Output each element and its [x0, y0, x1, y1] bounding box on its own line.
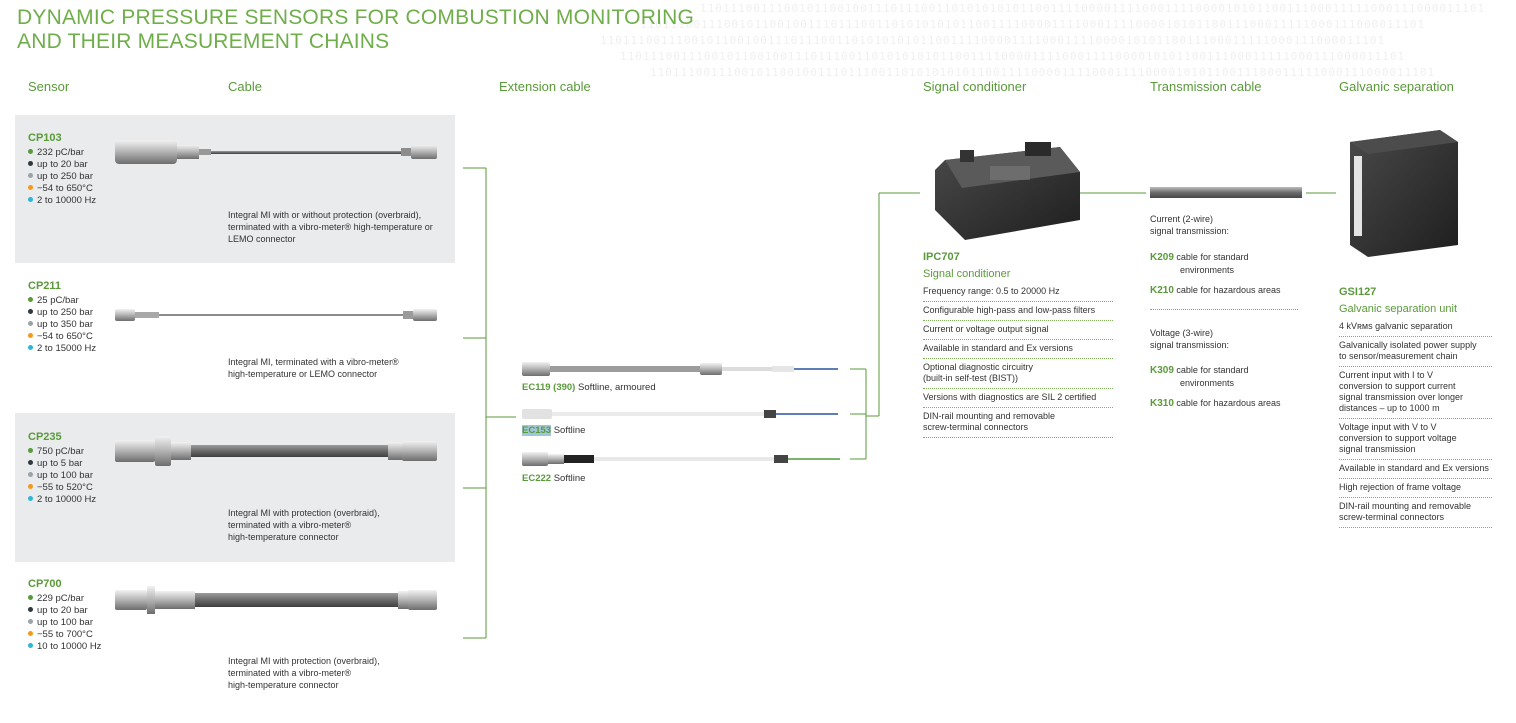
ec222-cable-image [522, 452, 840, 466]
spec-pressure-static: up to 350 bar [28, 319, 96, 331]
column-header-galvanic: Galvanic separation [1339, 79, 1454, 94]
galvanic-gsi127: GSI127 Galvanic separation unit 4 kVʀᴍѕ … [1339, 286, 1492, 528]
extension-ec119-label: EC119 (390) Softline, armoured [522, 382, 656, 393]
spec-pressure-dynamic: up to 20 bar [28, 159, 96, 171]
spec-sensitivity: 229 pC/bar [28, 593, 101, 605]
binary-background-row: 1101110011100101100100111011100110101010… [640, 18, 1426, 31]
extension-ec222-label: EC222 Softline [522, 473, 586, 484]
column-header-conditioner: Signal conditioner [923, 79, 1027, 94]
sensor-cp103: CP103 232 pC/bar up to 20 bar up to 250 … [28, 132, 96, 207]
binary-background-row: 1101110011100101100100111011100110101010… [600, 34, 1386, 47]
transmission-voltage-title: Voltage (3-wire)signal transmission: [1150, 328, 1230, 350]
conditioner-feature: Current or voltage output signal [923, 321, 1113, 340]
transmission-cable-image [1150, 187, 1302, 198]
spec-temperature: −54 to 650°C [28, 331, 96, 343]
spec-pressure-dynamic: up to 5 bar [28, 458, 96, 470]
cp700-sensor-image [115, 586, 437, 614]
conditioner-feature: Configurable high-pass and low-pass filt… [923, 302, 1113, 321]
conditioner-code: IPC707 [923, 251, 960, 263]
conditioner-feature: Versions with diagnostics are SIL 2 cert… [923, 389, 1113, 408]
conditioner-ipc707: IPC707 Signal conditioner Frequency rang… [923, 251, 1113, 438]
ipc707-device-image [935, 142, 1080, 240]
spec-frequency: 2 to 10000 Hz [28, 494, 96, 506]
sensor-panel-cp103 [15, 115, 455, 263]
galvanic-feature: 4 kVʀᴍѕ galvanic separation [1339, 318, 1492, 337]
cp235-sensor-image [115, 436, 437, 466]
extension-ec153-label: EC153 Softline [522, 425, 586, 436]
transmission-k209: K209 cable for standard environments [1150, 252, 1249, 275]
sensor-name: CP103 [28, 132, 62, 144]
sensor-cp211: CP211 25 pC/bar up to 250 bar up to 350 … [28, 280, 96, 355]
title-line-2: AND THEIR MEASUREMENT CHAINS [17, 30, 390, 53]
conditioner-feature: Frequency range: 0.5 to 20000 Hz [923, 283, 1113, 302]
sensor-name: CP235 [28, 431, 62, 443]
cp211-sensor-image [115, 309, 437, 321]
column-header-sensor: Sensor [28, 79, 70, 94]
spec-pressure-static: up to 100 bar [28, 470, 96, 482]
gsi127-device-image [1350, 130, 1458, 257]
galvanic-feature: Available in standard and Ex versions [1339, 460, 1492, 479]
spec-pressure-dynamic: up to 250 bar [28, 307, 96, 319]
cp103-sensor-image [115, 140, 437, 164]
binary-background-row: 1101110011100101100100111011100110101010… [650, 66, 1436, 79]
spec-temperature: −54 to 650°C [28, 183, 96, 195]
sensor-name: CP700 [28, 578, 62, 590]
spec-pressure-dynamic: up to 20 bar [28, 605, 101, 617]
transmission-k210: K210 cable for hazardous areas [1150, 285, 1281, 296]
spec-temperature: −55 to 700°C [28, 629, 101, 641]
galvanic-feature: High rejection of frame voltage [1339, 479, 1492, 498]
binary-background-row: 1101110011100101100100111011100110101010… [700, 2, 1486, 15]
spec-sensitivity: 750 pC/bar [28, 446, 96, 458]
column-header-extension: Extension cable [499, 79, 591, 94]
galvanic-code: GSI127 [1339, 286, 1377, 298]
spec-frequency: 10 to 10000 Hz [28, 641, 101, 653]
sensor-cp700: CP700 229 pC/bar up to 20 bar up to 100 … [28, 578, 101, 653]
transmission-divider [1150, 309, 1298, 310]
spec-temperature: −55 to 520°C [28, 482, 96, 494]
sensor-bracket-lines [463, 167, 516, 639]
cp211-cable-description: Integral MI, terminated with a vibro-met… [228, 357, 399, 379]
spec-sensitivity: 25 pC/bar [28, 295, 96, 307]
sensor-name: CP211 [28, 280, 62, 292]
column-header-transmission: Transmission cable [1150, 79, 1262, 94]
conditioner-subtitle: Signal conditioner [923, 268, 1011, 280]
sensor-panel-cp235 [15, 413, 455, 562]
spec-pressure-static: up to 100 bar [28, 617, 101, 629]
title-line-1: DYNAMIC PRESSURE SENSORS FOR COMBUSTION … [17, 6, 695, 29]
spec-frequency: 2 to 10000 Hz [28, 195, 96, 207]
transmission-current-title: Current (2-wire)signal transmission: [1150, 214, 1230, 236]
galvanic-subtitle: Galvanic separation unit [1339, 303, 1458, 315]
sensor-cp235: CP235 750 pC/bar up to 5 bar up to 100 b… [28, 431, 96, 506]
binary-background-row: 1101110011100101100100111011100110101010… [620, 50, 1406, 63]
conditioner-feature: Available in standard and Ex versions [923, 340, 1113, 359]
spec-sensitivity: 232 pC/bar [28, 147, 96, 159]
column-header-cable: Cable [228, 79, 262, 94]
cp235-cable-description: Integral MI with protection (overbraid),… [228, 508, 380, 542]
extension-bracket-lines [850, 192, 1336, 460]
cp700-cable-description: Integral MI with protection (overbraid),… [228, 656, 380, 690]
page-title: DYNAMIC PRESSURE SENSORS FOR COMBUSTION … [17, 6, 694, 54]
ec153-cable-image [522, 409, 838, 419]
conditioner-feature: Optional diagnostic circuitry(built-in s… [923, 359, 1113, 389]
cp103-cable-description: Integral MI with or without protection (… [228, 210, 433, 244]
ec119-cable-image [522, 362, 838, 376]
transmission-k310: K310 cable for hazardous areas [1150, 398, 1281, 409]
transmission-k309: K309 cable for standard environments [1150, 365, 1249, 388]
spec-pressure-static: up to 250 bar [28, 171, 96, 183]
spec-frequency: 2 to 15000 Hz [28, 343, 96, 355]
